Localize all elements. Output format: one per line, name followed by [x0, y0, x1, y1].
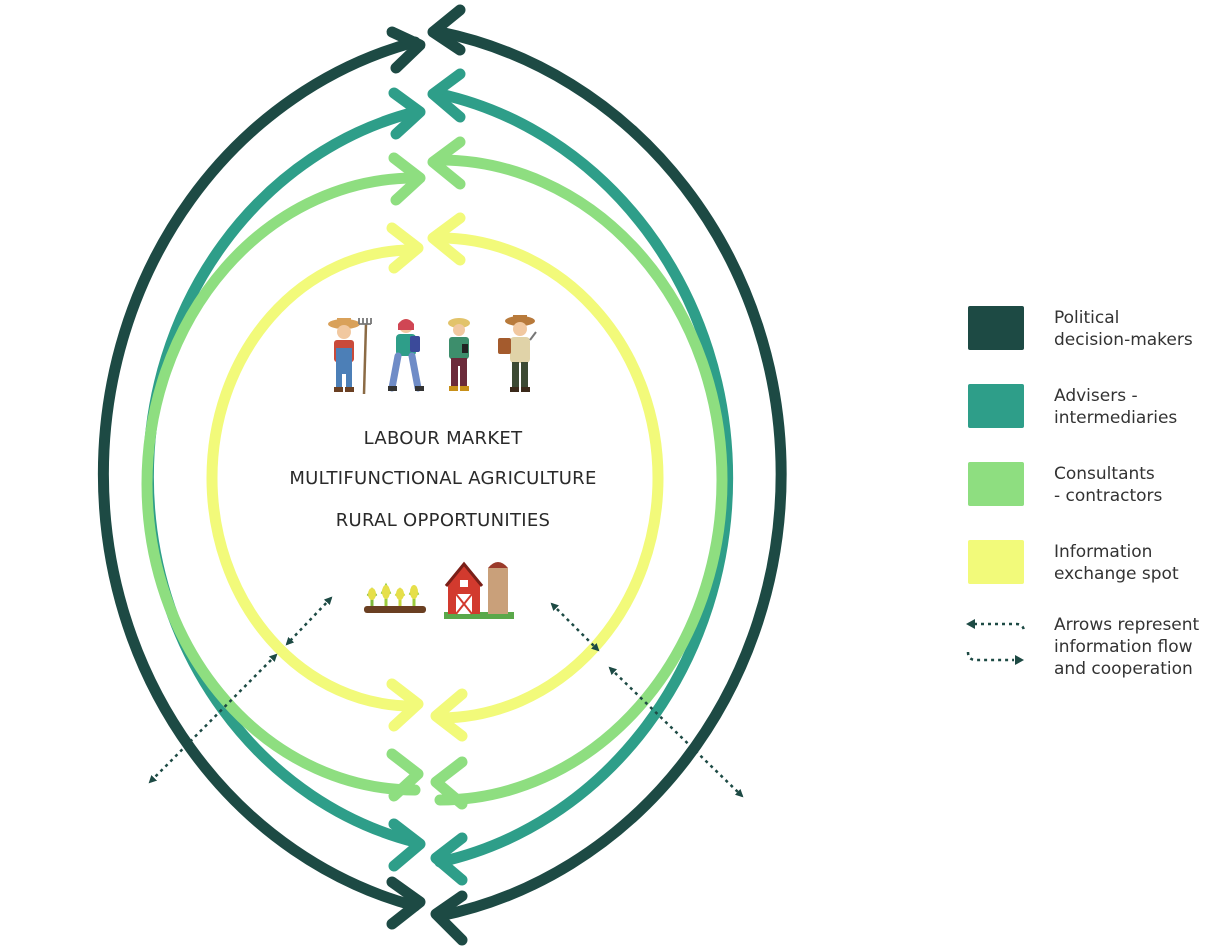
ring-consultants [141, 136, 728, 810]
ring-information-arrowhead-top-right [427, 212, 466, 266]
legend-arrow-icon [966, 619, 1026, 665]
legend-swatch-information [968, 540, 1024, 584]
center-title-rural-opportunities: RURAL OPPORTUNITIES [335, 510, 551, 531]
flow-arrow-left-outer [148, 653, 278, 784]
ring-information-arrowhead-bottom-left [386, 678, 424, 732]
legend-label-information: Information exchange spot [1054, 542, 1179, 584]
center-title-labour-market: LABOUR MARKET [363, 428, 523, 449]
ring-information [206, 212, 664, 742]
gardener-with-basket-icon [498, 315, 537, 392]
ring-consultants-left-arc [141, 172, 421, 796]
ring-political-arrowhead-bottom-left [386, 876, 426, 930]
ring-consultants-arrowhead-top-right [427, 136, 466, 190]
legend-label-political: Political decision-makers [1054, 308, 1193, 350]
ring-information-arrowhead-bottom-right [430, 688, 468, 742]
ring-consultants-right-arc [434, 154, 728, 806]
ring-political-arrowhead-top-left [386, 26, 426, 74]
legend-swatch-consultants [968, 462, 1024, 506]
legend-swatch-advisers [968, 384, 1024, 428]
flow-arrow-left-inner [285, 596, 333, 646]
legend-label-advisers: Advisers - intermediaries [1054, 386, 1178, 428]
center-title-multifunctional-agriculture: MULTIFUNCTIONAL AGRICULTURE [289, 468, 597, 489]
people-icons [328, 315, 537, 395]
ring-advisers-arrowhead-bottom-left [388, 818, 426, 872]
ring-consultants-arrowhead-bottom-left [386, 748, 424, 802]
ring-political-left-arc [97, 36, 421, 912]
farmer-with-phone-icon [448, 318, 470, 391]
information-flow-arrows [148, 596, 744, 798]
flow-arrow-right-outer [608, 666, 744, 798]
ring-political-arrowhead-bottom-right [430, 890, 468, 946]
red-barn-with-silo-icon [444, 561, 514, 619]
ring-information-right-arc [434, 232, 664, 724]
ring-advisers-right-arc [434, 88, 734, 868]
ring-information-left-arc [206, 244, 418, 712]
ring-political-arrowhead-top-right [427, 4, 466, 56]
legend-swatch-political [968, 306, 1024, 350]
ring-advisers-arrowhead-top-left [388, 87, 426, 140]
crop-seedlings-icon [364, 582, 426, 613]
hiker-woman-icon [388, 319, 424, 392]
farmer-with-pitchfork-icon [328, 318, 372, 395]
legend-label-arrows: Arrows represent information flow and co… [1054, 615, 1200, 679]
ring-political-right-arc [434, 26, 787, 922]
legend-label-consultants: Consultants - contractors [1054, 464, 1163, 506]
ring-information-arrowhead-top-left [386, 222, 424, 274]
ring-political [97, 4, 787, 946]
ring-consultants-arrowhead-bottom-right [430, 756, 468, 810]
ring-advisers-arrowhead-bottom-right [430, 832, 468, 886]
ring-advisers-arrowhead-top-right [427, 68, 466, 123]
ring-consultants-arrowhead-top-left [388, 152, 426, 206]
